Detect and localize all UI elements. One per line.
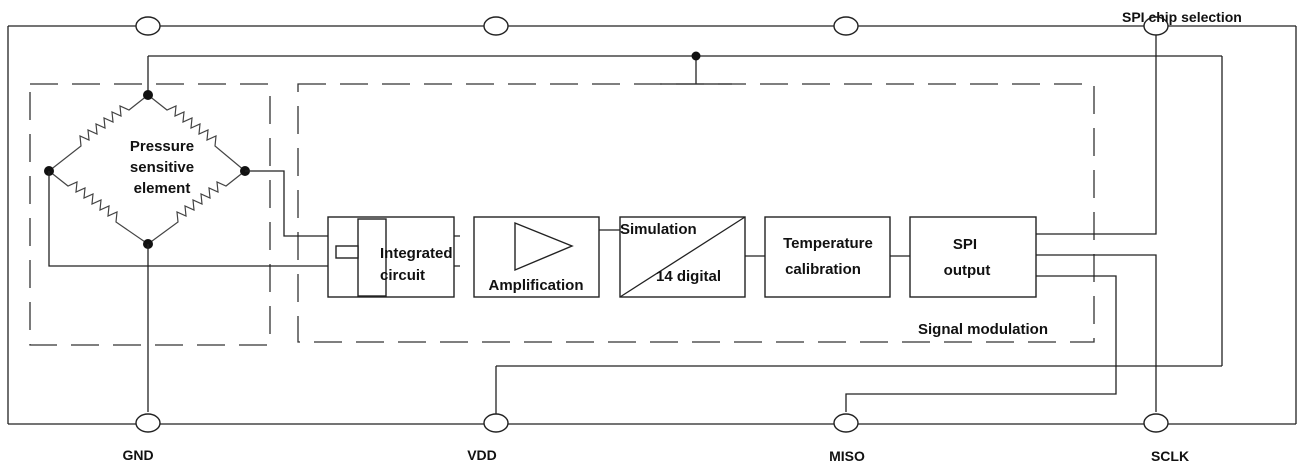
signal-modulation-enclosure bbox=[297, 83, 1095, 343]
resistor-lower-right bbox=[147, 170, 246, 245]
ic-input-stub bbox=[335, 245, 359, 259]
ic-inner-bar bbox=[357, 218, 387, 297]
wheatstone-bridge: Pressure sensitive element bbox=[44, 90, 250, 249]
adc-label-top: Simulation bbox=[620, 221, 697, 238]
integrated-circuit-block: Integrated circuit bbox=[327, 216, 455, 298]
top-terminals bbox=[135, 16, 1169, 36]
gnd-terminal bbox=[135, 413, 161, 433]
junction-dot bbox=[691, 51, 701, 61]
power-rail bbox=[147, 51, 1223, 418]
ic-label-line2: circuit bbox=[380, 267, 425, 284]
adc-label-bottom: 14 digital bbox=[656, 268, 721, 285]
bottom-terminals bbox=[135, 413, 1169, 433]
resistor-upper-left bbox=[48, 94, 149, 172]
top-terminal-2 bbox=[483, 16, 509, 36]
bridge-label-line3: element bbox=[134, 180, 191, 197]
spi-cs-terminal bbox=[1143, 16, 1169, 36]
miso-terminal bbox=[833, 413, 859, 433]
spi-label-line1: SPI bbox=[953, 236, 977, 253]
bridge-label-line2: sensitive bbox=[130, 159, 194, 176]
amplification-block: Amplification bbox=[473, 216, 600, 298]
signal-modulation-label: Signal modulation bbox=[918, 321, 1048, 338]
bridge-label-line1: Pressure bbox=[130, 138, 194, 155]
temperature-label-line1: Temperature bbox=[783, 235, 873, 252]
temperature-label-line2: calibration bbox=[785, 261, 861, 278]
amplification-label: Amplification bbox=[488, 277, 583, 294]
spi-chip-selection-label: SPI chip selection bbox=[1122, 9, 1242, 25]
ic-label-line1: Integrated bbox=[380, 245, 453, 262]
spi-output-block: SPI output bbox=[909, 216, 1037, 298]
vdd-terminal bbox=[483, 413, 509, 433]
adc-diagonal bbox=[619, 216, 746, 298]
bridge-node-top bbox=[143, 90, 153, 100]
spi-label-line2: output bbox=[944, 262, 991, 279]
miso-label: MISO bbox=[829, 448, 865, 464]
outer-bus-frame bbox=[7, 25, 1297, 425]
gnd-label: GND bbox=[122, 447, 153, 463]
resistor-upper-right bbox=[147, 94, 246, 172]
top-terminal-3 bbox=[833, 16, 859, 36]
spi-wiring bbox=[845, 35, 1157, 412]
amplifier-triangle-icon bbox=[514, 221, 574, 272]
vdd-label: VDD bbox=[467, 447, 497, 463]
temperature-calibration-block: Temperature calibration bbox=[764, 216, 891, 298]
top-terminal-1 bbox=[135, 16, 161, 36]
sclk-label: SCLK bbox=[1151, 448, 1189, 464]
adc-block: Simulation 14 digital bbox=[619, 216, 746, 298]
resistor-lower-left bbox=[48, 170, 149, 245]
sensor-enclosure bbox=[29, 83, 271, 346]
sclk-terminal bbox=[1143, 413, 1169, 433]
